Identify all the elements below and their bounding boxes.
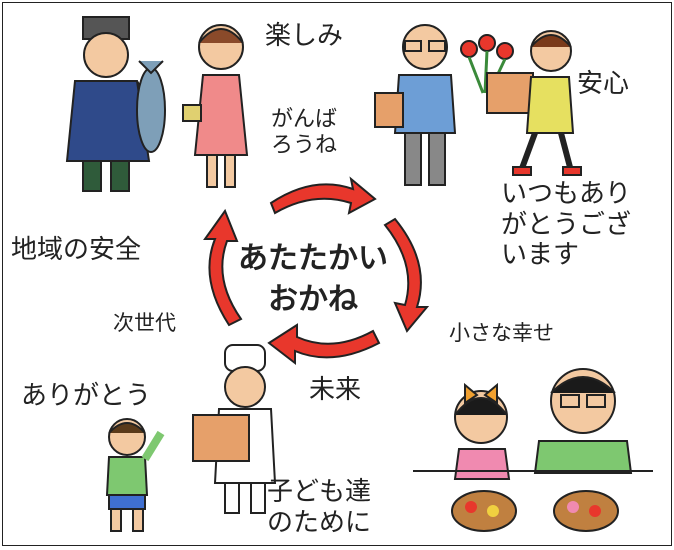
label-next-generation: 次世代: [113, 311, 176, 335]
table-line: [413, 470, 653, 472]
father-figure: [533, 368, 633, 474]
label-ganbarou: がんば ろうね: [271, 107, 338, 158]
flowers-icon: [460, 34, 514, 94]
fishmonger-figure: [65, 16, 151, 192]
arrow-bottom: [267, 323, 381, 366]
child-figure: [105, 418, 165, 532]
label-thanks-always: いつもあり がとうござ います: [501, 179, 632, 271]
cycle-arrows: [203, 176, 430, 366]
shopper-woman-figure: [182, 24, 249, 188]
bento-box-left-icon: [451, 490, 517, 532]
label-relief: 安心: [577, 69, 630, 99]
label-small-happiness: 小さな幸せ: [449, 321, 554, 345]
label-safety: 地域の安全: [11, 235, 142, 265]
bento-box-right-icon: [553, 490, 619, 532]
center-text: あたたかい おかね: [238, 241, 388, 317]
label-future: 未来: [309, 375, 362, 405]
businessman-figure: [374, 24, 457, 186]
florist-woman-figure: [486, 30, 582, 176]
label-fun: 楽しみ: [265, 21, 344, 51]
fish-icon: [136, 60, 166, 153]
chef-figure: [192, 344, 277, 514]
label-thank-you: ありがとう: [21, 381, 152, 411]
label-for-children: 子ども達 のために: [267, 477, 372, 538]
arrow-top: [269, 176, 377, 215]
arrow-left: [203, 208, 243, 327]
arrow-right: [383, 217, 430, 333]
